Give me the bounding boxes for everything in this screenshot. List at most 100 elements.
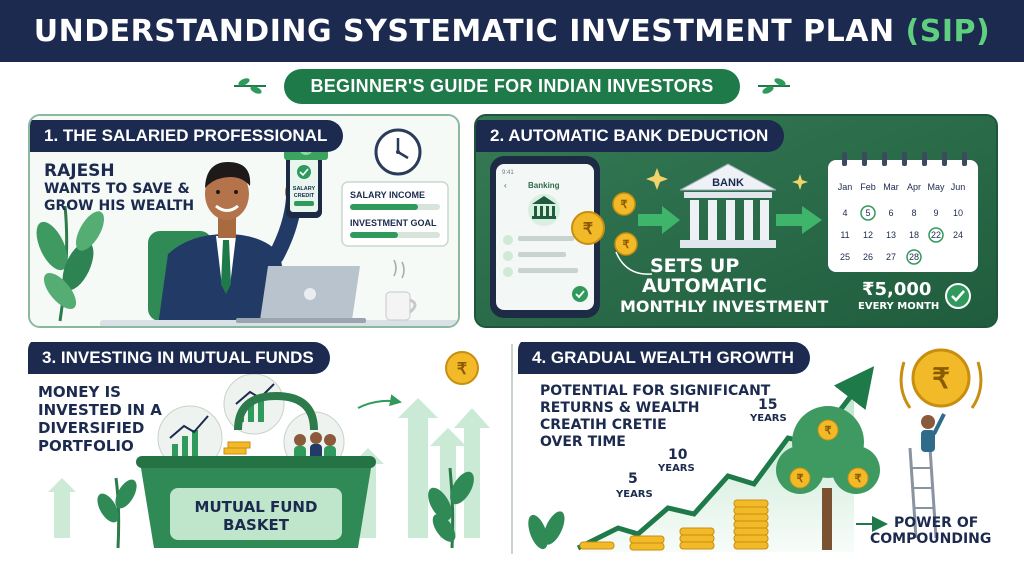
phone-salary-text: SALARY [293,186,316,192]
svg-text:‹: ‹ [504,181,507,190]
plant-icon [528,511,565,550]
leaf-left-icon [234,78,267,94]
svg-text:24: 24 [953,230,963,240]
svg-text:22: 22 [931,230,941,240]
panel1-caption-line1: WANTS TO SAVE & [44,181,190,197]
milestone-5-unit: YEARS [616,489,653,500]
svg-text:27: 27 [886,252,896,262]
page-title: UNDERSTANDING SYSTEMATIC INVESTMENT PLAN… [34,14,990,49]
title-banner: UNDERSTANDING SYSTEMATIC INVESTMENT PLAN… [0,0,1024,62]
leaf-right-icon [757,78,790,94]
svg-text:6: 6 [888,208,893,218]
panel3-caption-line1: MONEY IS [38,383,121,401]
banking-app-label: Banking [528,181,560,190]
panel-automatic-bank-deduction: 9:41 Banking ‹ ₹ [474,114,998,328]
subtitle-row: BEGINNER'S GUIDE FOR INDIAN INVESTORS [0,66,1024,106]
svg-text:10: 10 [953,208,963,218]
clock-icon [374,128,422,176]
svg-text:Feb: Feb [860,182,876,192]
coin-stacks-icon [579,499,769,551]
monthly-amount-sub: EVERY MONTH [858,301,940,312]
svg-text:11: 11 [840,230,849,240]
person-on-ladder-icon [908,413,946,539]
calendar-icon: Jan Feb Mar Apr May Jun 4 5 6 8 9 10 11 … [828,152,978,272]
svg-text:28: 28 [909,252,919,262]
investment-goal-label: INVESTMENT GOAL [350,218,437,228]
panel4-caption-line3: CREATIH CRETIE [540,417,667,433]
phone-icon: SALARY CREDIT [286,152,322,218]
bottom-divider [511,344,513,554]
basket-label-line1: MUTUAL FUND [194,498,318,516]
compounding-label: COMPOUNDING [870,531,992,547]
panel3-title: 3. INVESTING IN MUTUAL FUNDS [28,342,330,374]
panel2-caption-line1: SETS UP [650,255,740,277]
phone-time-text: 9:41 [502,170,514,176]
mutual-fund-basket-icon [136,391,376,548]
growth-area [578,388,854,552]
arrow-to-calendar-icon [776,206,822,234]
desk [100,320,458,326]
svg-text:13: 13 [886,230,896,240]
monthly-amount: ₹5,000 [862,279,932,300]
svg-text:Mar: Mar [883,182,899,192]
page-title-main: UNDERSTANDING SYSTEMATIC INVESTMENT PLAN [33,13,906,49]
panel2-caption-line2: AUTOMATIC [642,275,767,297]
laptop-icon [236,266,366,323]
bank-label: BANK [712,177,744,189]
panel2-caption-line3: MONTHLY INVESTMENT [620,297,829,316]
svg-text:₹: ₹ [855,473,862,485]
rupee-coins-icon: ₹ ₹ ₹ [571,192,638,256]
panel1-title: 1. THE SALARIED PROFESSIONAL [30,120,344,152]
svg-text:Jun: Jun [951,182,966,192]
subtitle-badge: BEGINNER'S GUIDE FOR INDIAN INVESTORS [284,68,740,104]
laurel-coin-icon: ₹ [899,348,983,409]
salary-income-bar [350,204,418,210]
panel4-caption-line1: POTENTIAL FOR SIGNIFICANT [540,383,771,399]
svg-text:₹: ₹ [825,425,832,437]
svg-text:₹: ₹ [932,363,950,394]
basket-label-line2: BASKET [223,516,289,534]
milestone-10-unit: YEARS [658,463,695,474]
svg-text:Apr: Apr [907,182,921,192]
coffee-mug-icon [385,259,417,321]
milestone-15-unit: YEARS [750,413,787,424]
phone-bank-icon [532,196,556,219]
svg-text:May: May [927,182,945,192]
bank-deduction-illustration: 9:41 Banking ‹ ₹ [476,116,996,326]
svg-text:26: 26 [863,252,873,262]
milestone-5-number: 5 [628,471,638,487]
panel3-caption-line2: INVESTED IN A [38,401,162,419]
mutual-funds-illustration: ₹ [48,351,490,549]
svg-text:12: 12 [863,230,873,240]
banking-phone-icon: 9:41 Banking ‹ [490,156,600,318]
svg-text:5: 5 [865,208,870,218]
rupee-coin-icon: ₹ [445,351,479,385]
salary-income-label: SALARY INCOME [350,190,425,200]
arrow-to-bank-icon [638,206,680,234]
svg-text:₹: ₹ [797,473,804,485]
plant-left-icon [36,205,104,322]
svg-text:₹: ₹ [621,199,628,211]
panel3-caption-line4: PORTFOLIO [38,437,134,455]
svg-text:₹: ₹ [623,239,630,251]
svg-text:Jan: Jan [838,182,853,192]
svg-text:₹: ₹ [583,221,593,238]
investment-goal-bar [350,232,398,238]
sparkle-icon [792,174,808,190]
svg-text:25: 25 [840,252,850,262]
rajesh-name: RAJESH [44,161,115,181]
power-of-label: POWER OF [894,515,979,531]
phone-credit-text: CREDIT [294,193,315,199]
svg-text:₹: ₹ [457,361,467,378]
panel-mutual-funds: ₹ [28,338,508,560]
wealth-growth-illustration: ₹ ₹ ₹ ₹ [528,348,983,552]
svg-text:9: 9 [933,208,938,218]
svg-text:8: 8 [911,208,916,218]
rajesh-person-icon [158,162,303,326]
plant-icon [97,467,474,549]
panel-wealth-growth: ₹ ₹ ₹ ₹ 4. GRADUAL WEALTH GROWTH POTENTI… [518,338,1004,560]
bank-building-icon: BANK [679,163,777,248]
money-tree-icon: ₹ ₹ ₹ [776,406,880,550]
panel-salaried-professional: SALARY CREDIT ₹ [28,114,460,328]
goals-card: SALARY INCOME INVESTMENT GOAL [341,181,449,247]
